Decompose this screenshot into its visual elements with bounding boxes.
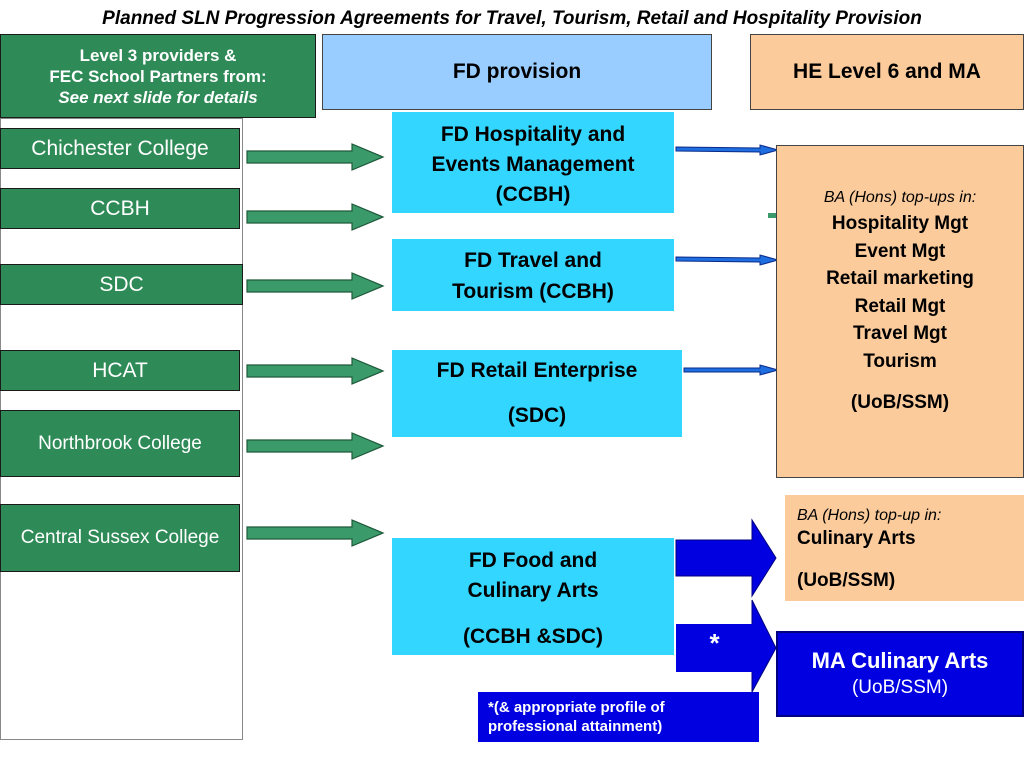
footnote-line1: *(& appropriate profile of	[488, 699, 665, 716]
arrow-sdc	[246, 272, 385, 300]
ba-topups-institution: (UoB/SSM)	[850, 392, 950, 413]
fd-retail-box: FD Retail Enterprise (SDC)	[392, 350, 682, 437]
fd-travel-line2: Tourism (CCBH)	[452, 280, 614, 303]
fd-food-line2: Culinary Arts	[467, 579, 599, 602]
fd-retail-line1: FD Retail Enterprise	[436, 359, 638, 382]
he-level-header: HE Level 6 and MA	[750, 34, 1024, 110]
arrow-retail-to-ba	[683, 364, 780, 376]
star-box: *	[676, 624, 753, 672]
arrow-chichester	[246, 143, 385, 171]
fd-hospitality-line3: (CCBH)	[495, 183, 571, 206]
fd-hospitality-box: FD Hospitality and Events Management (CC…	[392, 112, 674, 213]
ba-item: Retail marketing	[826, 268, 974, 289]
college-central-sussex: Central Sussex College	[0, 504, 240, 572]
ba-item: Event Mgt	[854, 240, 946, 262]
star-label: *	[709, 628, 720, 658]
arrow-central-sussex	[246, 519, 385, 547]
arrow-travel-to-ba	[675, 254, 780, 266]
arrow-food-to-ma	[751, 599, 777, 693]
ba-culinary-subject: Culinary Arts	[797, 528, 916, 549]
providers-header: Level 3 providers & FEC School Partners …	[0, 34, 316, 118]
college-northbrook: Northbrook College	[0, 410, 240, 477]
green-connector	[768, 213, 780, 218]
ba-culinary-institution: (UoB/SSM)	[797, 570, 896, 591]
ma-culinary-line2: (UoB/SSM)	[851, 677, 949, 698]
ba-item: Tourism	[863, 350, 937, 372]
ma-culinary-line1: MA Culinary Arts	[811, 648, 989, 673]
arrow-northbrook	[246, 432, 385, 460]
providers-header-line3: See next slide for details	[58, 87, 258, 107]
college-ccbh: CCBH	[0, 188, 240, 229]
college-hcat: HCAT	[0, 350, 240, 391]
footnote-line2: professional attainment)	[488, 718, 663, 735]
fd-hospitality-line1: FD Hospitality and	[440, 123, 626, 146]
arrow-ccbh	[246, 203, 385, 231]
ba-culinary-box: BA (Hons) top-up in: Culinary Arts (UoB/…	[785, 495, 1024, 601]
page-title: Planned SLN Progression Agreements for T…	[102, 8, 922, 29]
fd-food-box: FD Food and Culinary Arts (CCBH &SDC)	[392, 538, 674, 655]
ba-item: Travel Mgt	[853, 323, 947, 344]
fd-food-line3: (CCBH &SDC)	[463, 625, 603, 648]
ma-culinary-box: MA Culinary Arts (UoB/SSM)	[776, 631, 1024, 717]
arrow-food-to-ba	[675, 518, 777, 598]
fd-travel-box: FD Travel and Tourism (CCBH)	[392, 239, 674, 311]
fd-provision-header: FD provision	[322, 34, 712, 110]
fd-hospitality-line2: Events Management	[431, 153, 635, 176]
college-sdc: SDC	[0, 264, 243, 305]
ba-topups-box: BA (Hons) top-ups in: Hospitality Mgt Ev…	[776, 145, 1024, 478]
ba-topups-heading: BA (Hons) top-ups in:	[823, 189, 977, 206]
fd-food-line1: FD Food and	[468, 549, 598, 572]
ba-culinary-heading: BA (Hons) top-up in:	[797, 507, 942, 524]
ba-item: Hospitality Mgt	[831, 213, 969, 234]
providers-header-line2: FEC School Partners from:	[49, 66, 267, 86]
fd-travel-line1: FD Travel and	[464, 249, 602, 272]
fd-retail-line2: (SDC)	[507, 404, 567, 427]
college-chichester: Chichester College	[0, 128, 240, 169]
providers-header-line1: Level 3 providers &	[79, 45, 237, 65]
arrow-hospitality-to-ba	[675, 144, 780, 156]
footnote-box: *(& appropriate profile of professional …	[478, 692, 759, 742]
ba-item: Retail Mgt	[854, 295, 946, 317]
arrow-hcat	[246, 357, 385, 385]
